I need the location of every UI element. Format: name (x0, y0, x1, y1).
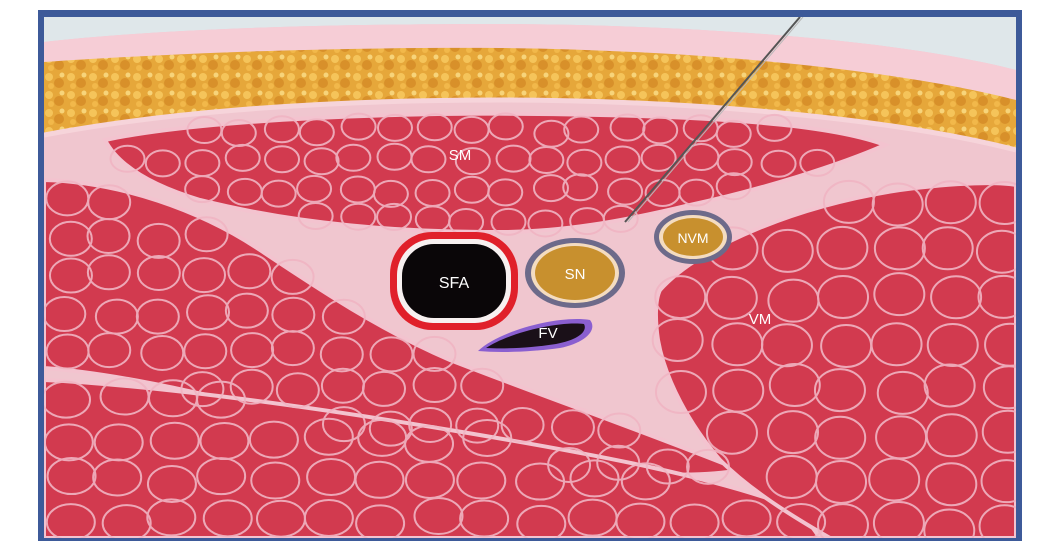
label-fv: FV (538, 325, 557, 342)
label-vm: VM (749, 311, 772, 328)
label-sfa: SFA (439, 275, 470, 292)
label-sn: SN (565, 266, 586, 283)
label-nvm: NVM (677, 230, 708, 246)
label-sm: SM (449, 147, 472, 164)
